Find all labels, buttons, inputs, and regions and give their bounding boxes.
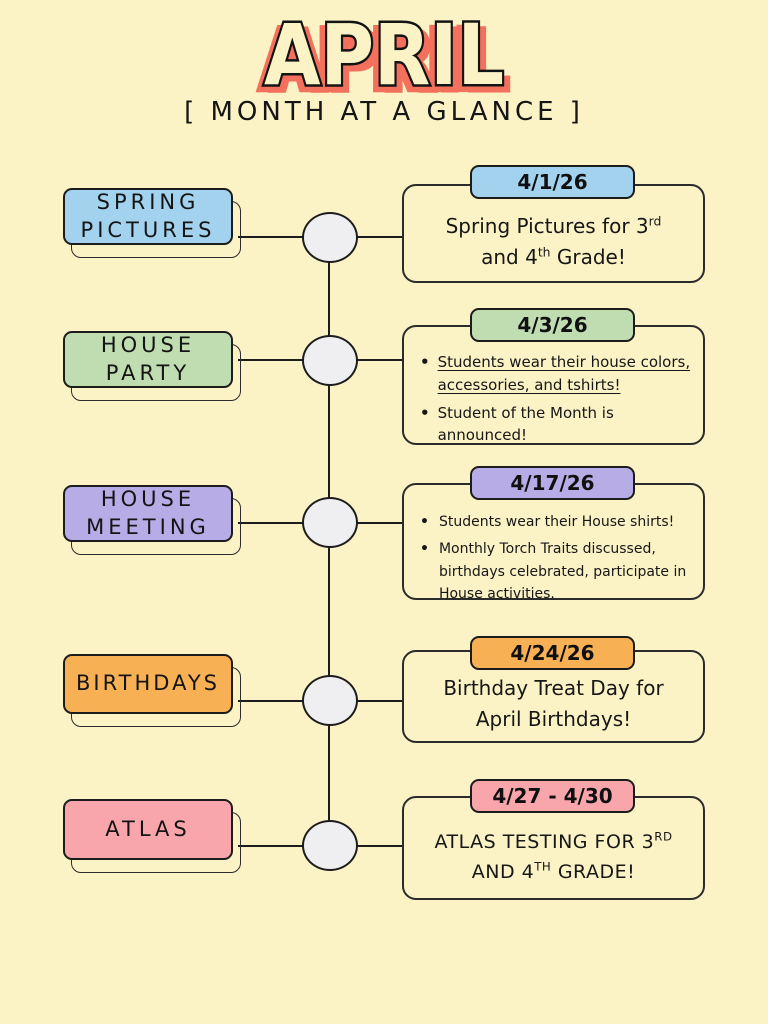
ordinal-suffix: th: [537, 243, 551, 259]
timeline-node-5: [302, 820, 358, 871]
label-line: SPRING: [96, 190, 200, 215]
title-text: APRIL: [264, 6, 504, 100]
label-house-meeting: HOUSE MEETING: [63, 485, 233, 542]
timeline-node-4: [302, 675, 358, 726]
date-badge-spring-pictures: 4/1/26: [470, 165, 635, 199]
date-badge-birthdays: 4/24/26: [470, 636, 635, 670]
date-badge-house-party: 4/3/26: [470, 308, 635, 342]
ordinal-suffix: rd: [648, 212, 662, 228]
card-text-segment: Spring Pictures for 3: [445, 213, 649, 238]
bullet-icon: •: [420, 514, 429, 530]
date-text: 4/1/26: [517, 170, 588, 194]
bullet-text: Students wear their House shirts!: [438, 514, 675, 530]
bullet-icon: •: [420, 353, 430, 371]
label-spring-pictures: SPRING PICTURES: [63, 188, 233, 245]
card-text-segment: ATLAS TESTING FOR 3: [434, 830, 655, 853]
label-house-party: HOUSE PARTY: [63, 331, 233, 388]
bullet-icon: •: [420, 541, 429, 558]
card-text-segment: April Birthdays!: [475, 706, 632, 731]
date-badge-house-meeting: 4/17/26: [470, 466, 635, 500]
date-text: 4/27 - 4/30: [492, 784, 613, 808]
card-text-segment: AND 4: [471, 861, 535, 883]
card-text-segment: GRADE!: [551, 861, 636, 883]
card-atlas: ATLAS TESTING FOR 3RD AND 4TH GRADE!: [402, 796, 705, 900]
card-text-segment: and 4: [481, 244, 538, 269]
bullet-item: • Monthly Torch Traits discussed, birthd…: [420, 538, 691, 605]
bullet-text: Student of the Month is announced!: [437, 403, 614, 445]
label-birthdays: BIRTHDAYS: [63, 654, 233, 714]
card-bullets: • Students wear their house colors, acce…: [404, 327, 703, 447]
bullet-icon: •: [420, 403, 430, 422]
bullet-item: • Students wear their house colors, acce…: [420, 351, 691, 397]
page-subtitle: [ MONTH AT A GLANCE ]: [184, 97, 584, 127]
card-text: Birthday Treat Day for April Birthdays!: [404, 659, 703, 735]
label-line: PICTURES: [80, 217, 216, 242]
date-badge-atlas: 4/27 - 4/30: [470, 779, 635, 813]
card-house-meeting: • Students wear their House shirts! • Mo…: [402, 483, 705, 602]
timeline-node-2: [302, 335, 358, 386]
title-shadow-left: APRIL: [259, 11, 499, 100]
ordinal-suffix: RD: [654, 829, 673, 844]
label-atlas: ATLAS: [63, 799, 233, 860]
date-text: 4/24/26: [510, 641, 595, 665]
label-line: MEETING: [86, 514, 210, 539]
card-text: ATLAS TESTING FOR 3RD AND 4TH GRADE!: [404, 809, 703, 888]
page-title: APRIL APRIL APRIL: [0, 0, 768, 113]
bullet-item: • Students wear their House shirts!: [420, 511, 691, 533]
card-text-segment: Birthday Treat Day for: [443, 675, 664, 700]
timeline-node-3: [302, 497, 358, 548]
ordinal-suffix: TH: [534, 859, 552, 874]
bullet-text: Monthly Torch Traits discussed, birthday…: [438, 541, 687, 603]
label-line: HOUSE: [100, 487, 196, 512]
card-text: Spring Pictures for 3rd and 4th Grade!: [404, 195, 703, 273]
label-line: PARTY: [105, 360, 191, 385]
label-line: HOUSE: [100, 333, 196, 358]
date-text: 4/17/26: [510, 471, 595, 495]
bullet-item: • Student of the Month is announced!: [420, 402, 691, 448]
card-bullets: • Students wear their House shirts! • Mo…: [404, 485, 703, 606]
card-spring-pictures: Spring Pictures for 3rd and 4th Grade!: [402, 184, 705, 283]
bullet-text: Students wear their house colors, access…: [437, 353, 691, 394]
title-shadow-right: APRIL: [270, 12, 510, 100]
label-line: ATLAS: [105, 816, 191, 841]
date-text: 4/3/26: [517, 313, 588, 337]
card-text-segment: Grade!: [550, 244, 626, 269]
card-house-party: • Students wear their house colors, acce…: [402, 325, 705, 445]
label-line: BIRTHDAYS: [76, 671, 220, 696]
timeline-node-1: [302, 212, 358, 263]
